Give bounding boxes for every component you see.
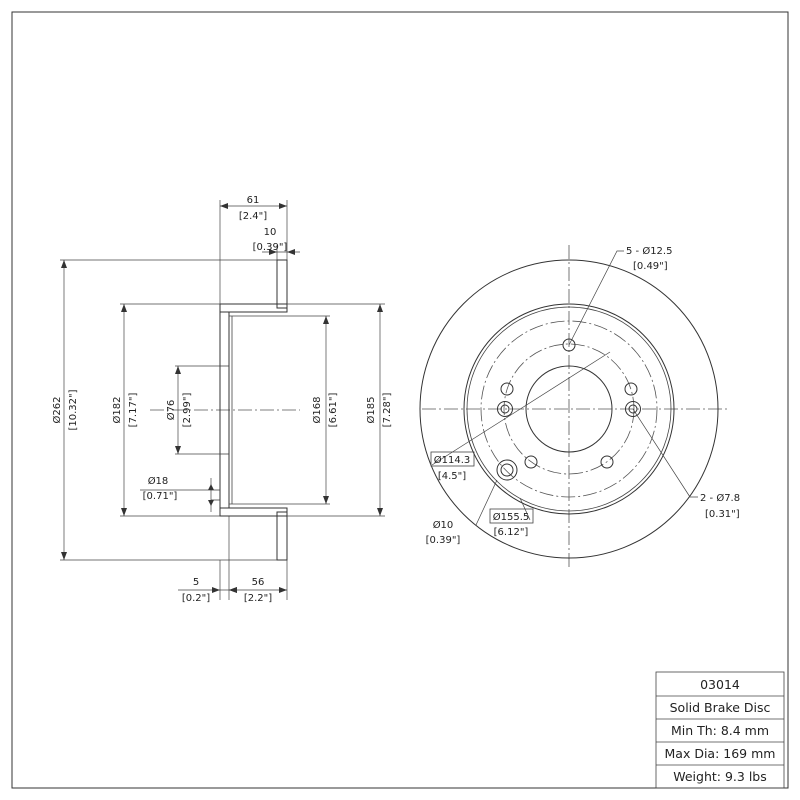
small-holes-label: 2 - Ø7.8 xyxy=(700,492,740,504)
outer-dia-inch-label: [10.32"] xyxy=(68,389,79,430)
part-number: 03014 xyxy=(700,677,740,692)
overall-width-label: 61 xyxy=(247,195,260,206)
pin-hole-leader xyxy=(475,479,498,526)
mount-thickness-inch-label: [0.2"] xyxy=(182,593,210,604)
hat-depth-label: 56 xyxy=(252,577,265,588)
bolt-circle-box xyxy=(430,451,475,467)
max-diameter: Max Dia: 169 mm xyxy=(665,746,776,761)
hat-depth-inch-label: [2.2"] xyxy=(244,593,272,604)
mounting-face xyxy=(219,311,230,509)
flange-thickness-label: 10 xyxy=(264,227,277,238)
pin-hole-label: Ø10 xyxy=(433,519,454,531)
hat-inner-edge xyxy=(466,306,672,512)
hat-dia-inch-label: [7.17"] xyxy=(128,393,139,428)
pin-hole-inch-label: [0.39"] xyxy=(426,535,461,546)
hat-outer-dia-label: Ø185 xyxy=(365,397,377,424)
threaded-hole xyxy=(497,401,513,417)
rotor-flange-bottom xyxy=(276,511,288,561)
inner-dia-inch-label: [6.61"] xyxy=(328,393,339,428)
bore-dia-inch-label: [2.99"] xyxy=(182,393,193,428)
weight: Weight: 9.3 lbs xyxy=(673,769,767,784)
overall-width-inch-label: [2.4"] xyxy=(239,211,267,222)
pin-hole xyxy=(496,459,518,481)
stud-hole-dia-label: Ø18 xyxy=(148,475,169,487)
bolt-pitch-circle xyxy=(503,343,635,475)
threaded-hole xyxy=(625,401,641,417)
lug-holes-inch-label: [0.49"] xyxy=(633,261,668,272)
bolt-circle-leader xyxy=(431,351,611,466)
lug-holes-label: 5 - Ø12.5 xyxy=(626,245,672,257)
stud-hole-dia-inch-label: [0.71"] xyxy=(143,491,178,502)
center-bore xyxy=(525,365,613,453)
lug-hole xyxy=(624,382,638,396)
outer-pitch-circle xyxy=(480,320,658,498)
front-view: 5 - Ø12.5 [0.49"] Ø114.3 [4.5"] 2 - Ø7.8… xyxy=(419,245,740,570)
bolt-circle-label: Ø114.3 xyxy=(434,454,471,466)
mount-thickness-label: 5 xyxy=(193,577,199,588)
title-block: 03014 Solid Brake Disc Min Th: 8.4 mm Ma… xyxy=(655,671,785,789)
hat-outer-edge xyxy=(463,303,675,515)
pcd-outer-inch-label: [6.12"] xyxy=(494,527,529,538)
side-section-view: 61 [2.4"] 10 [0.39"] Ø262 [10.32"] Ø182 … xyxy=(51,195,393,604)
inner-dia-label: Ø168 xyxy=(311,397,323,424)
pcd-outer-label: Ø155.5 xyxy=(493,511,530,523)
drawing-border xyxy=(11,11,789,789)
lug-hole xyxy=(500,382,514,396)
hat-outer-dia-inch-label: [7.28"] xyxy=(382,393,393,428)
part-description: Solid Brake Disc xyxy=(670,700,771,715)
small-hole-leader xyxy=(632,408,698,498)
rotor-outer-edge xyxy=(419,259,719,559)
min-thickness: Min Th: 8.4 mm xyxy=(671,723,769,738)
flange-thickness-inch-label: [0.39"] xyxy=(253,242,288,253)
lug-hole-leader xyxy=(568,250,624,346)
small-holes-inch-label: [0.31"] xyxy=(705,509,740,520)
bolt-circle-inch-label: [4.5"] xyxy=(438,471,466,482)
lug-hole xyxy=(524,455,538,469)
hat-dia-label: Ø182 xyxy=(111,397,123,424)
hat-wall-bottom xyxy=(219,507,288,517)
lug-hole xyxy=(562,338,576,352)
rotor-flange-top xyxy=(276,259,288,309)
outer-dia-label: Ø262 xyxy=(51,397,63,424)
bore-dia-label: Ø76 xyxy=(165,400,177,421)
hat-wall-top xyxy=(219,303,288,313)
pcd-outer-box xyxy=(489,508,534,524)
lug-hole xyxy=(600,455,614,469)
